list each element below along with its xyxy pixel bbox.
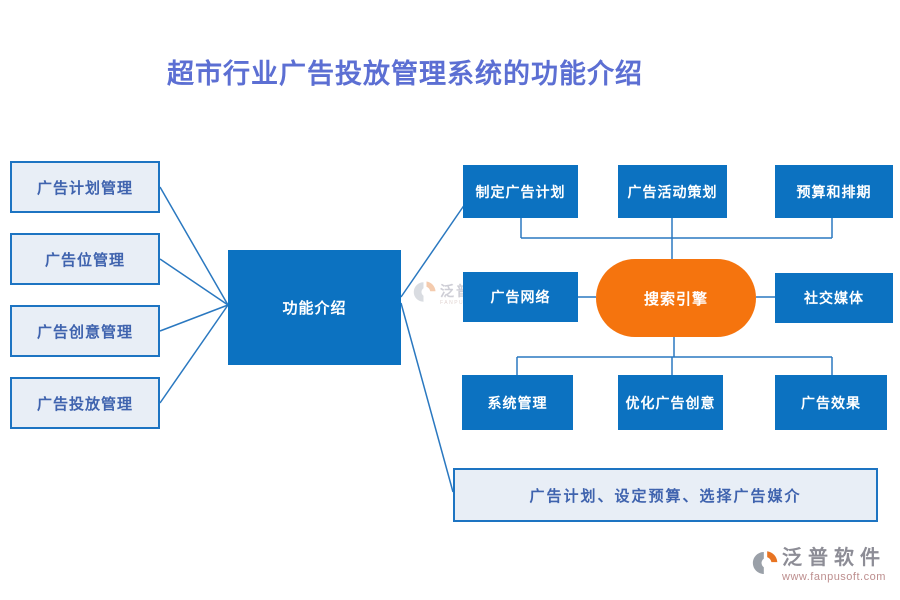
fanpu-logo-icon xyxy=(413,279,437,310)
node-optimize-ad-creative: 优化广告创意 xyxy=(618,375,723,430)
node-ad-delivery-management: 广告投放管理 xyxy=(10,377,160,429)
brand-url: www.fanpusoft.com xyxy=(782,571,886,583)
node-ad-effect: 广告效果 xyxy=(775,375,887,430)
brand-logo: 泛普软件 www.fanpusoft.com xyxy=(752,548,886,583)
node-search-engine: 搜索引擎 xyxy=(596,259,756,337)
node-ad-network: 广告网络 xyxy=(463,272,578,322)
node-ad-slot-management: 广告位管理 xyxy=(10,233,160,285)
node-function-intro: 功能介绍 xyxy=(228,250,401,365)
node-make-ad-plan: 制定广告计划 xyxy=(463,165,578,218)
node-social-media: 社交媒体 xyxy=(775,273,893,323)
node-ad-campaign-planning: 广告活动策划 xyxy=(618,165,727,218)
node-ad-creative-management: 广告创意管理 xyxy=(10,305,160,357)
node-system-management: 系统管理 xyxy=(462,375,573,430)
fanpu-logo-icon xyxy=(752,548,779,583)
node-bottom-note: 广告计划、设定预算、选择广告媒介 xyxy=(453,468,878,522)
node-ad-plan-management: 广告计划管理 xyxy=(10,161,160,213)
page-title: 超市行业广告投放管理系统的功能介绍 xyxy=(167,59,643,89)
brand-name: 泛普软件 xyxy=(782,547,886,569)
node-budget-and-schedule: 预算和排期 xyxy=(775,165,893,218)
